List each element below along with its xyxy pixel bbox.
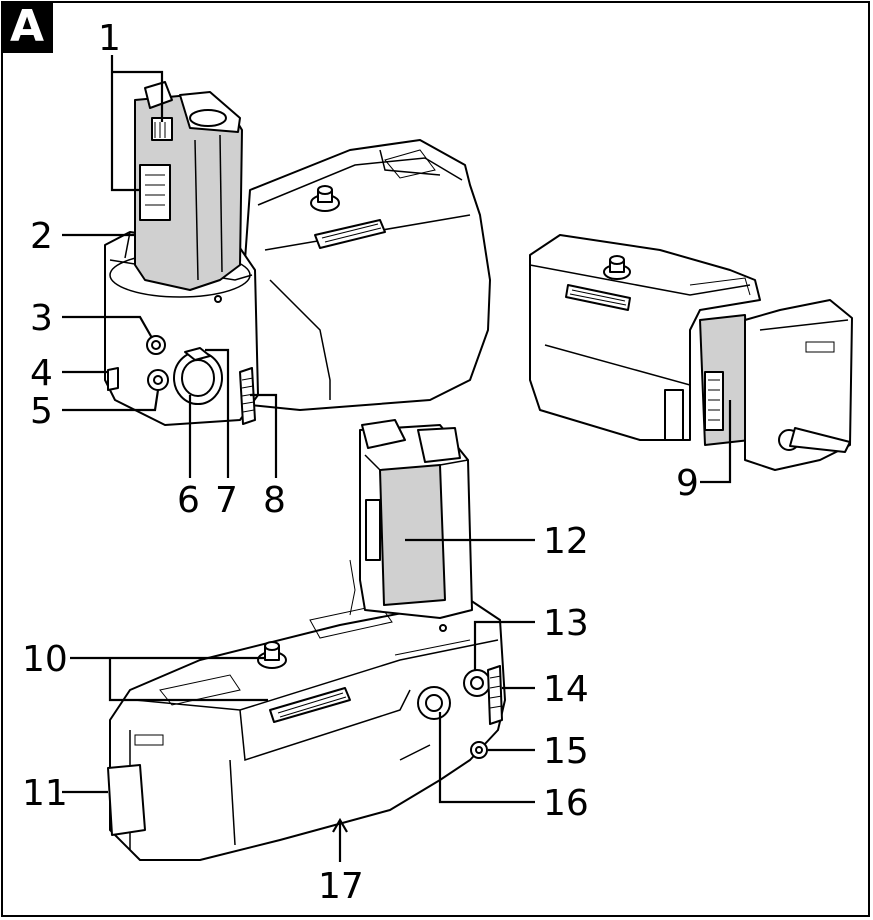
callout-14: 14: [543, 669, 589, 710]
callout-7: 7: [215, 480, 238, 521]
callout-9: 9: [676, 463, 699, 504]
grip-front-view-illustration: [108, 420, 505, 860]
callout-2: 2: [30, 216, 53, 257]
callout-11: 11: [22, 773, 68, 814]
callout-3: 3: [30, 298, 53, 339]
callout-16: 16: [543, 783, 589, 824]
callout-5: 5: [30, 391, 53, 432]
callout-6: 6: [177, 480, 200, 521]
callout-15: 15: [543, 731, 589, 772]
callout-12: 12: [543, 521, 589, 562]
grip-with-open-lid-illustration: [530, 235, 852, 470]
callout-1: 1: [98, 18, 121, 59]
callout-10: 10: [22, 639, 68, 680]
callout-13: 13: [543, 603, 589, 644]
callout-17: 17: [318, 866, 364, 907]
callout-4: 4: [30, 353, 53, 394]
grip-with-battery-tray-illustration: [105, 82, 490, 425]
callout-8: 8: [263, 480, 286, 521]
